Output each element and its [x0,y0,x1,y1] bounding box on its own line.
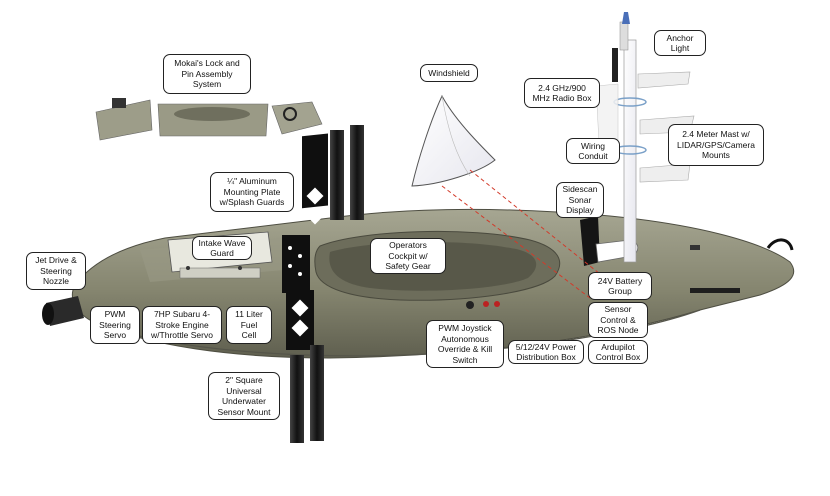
pwm-servo-label: PWM Steering Servo [90,306,140,344]
joystick-label: PWM Joystick Autonomous Override & Kill … [426,320,504,368]
engine-label: 7HP Subaru 4- Stroke Engine w/Throttle S… [142,306,222,344]
fuel-cell-label: 11 Liter Fuel Cell [226,306,272,344]
radio-box-label: 2.4 GHz/900 MHz Radio Box [524,78,600,108]
windshield-shape [411,94,621,299]
windshield-label: Windshield [420,64,478,82]
ardupilot-label: Ardupilot Control Box [588,340,648,364]
battery-label: 24V Battery Group [588,272,652,300]
mounting-plate-label: ¼" Aluminum Mounting Plate w/Splash Guar… [210,172,294,212]
sidescan-display-label: Sidescan Sonar Display [556,182,604,218]
jet-drive-label: Jet Drive & Steering Nozzle [26,252,86,290]
mast-label: 2.4 Meter Mast w/ LIDAR/GPS/Camera Mount… [668,124,764,166]
sensor-mount-label: 2" Square Universal Underwater Sensor Mo… [208,372,280,420]
mounting-plate-upper [302,125,364,225]
wiring-conduit-label: Wiring Conduit [566,138,620,164]
mounting-plate-lower [282,235,324,443]
power-box-label: 5/12/24V Power Distribution Box [508,340,584,364]
lock-assembly-label: Mokai's Lock and Pin Assembly System [163,54,251,94]
lock-assembly-photo [95,98,323,141]
cockpit-label: Operators Cockpit w/ Safety Gear [370,238,446,274]
intake-guard-label: Intake Wave Guard [192,236,252,260]
sensor-node-label: Sensor Control & ROS Node [588,302,648,338]
anchor-light-label: Anchor Light [654,30,706,56]
